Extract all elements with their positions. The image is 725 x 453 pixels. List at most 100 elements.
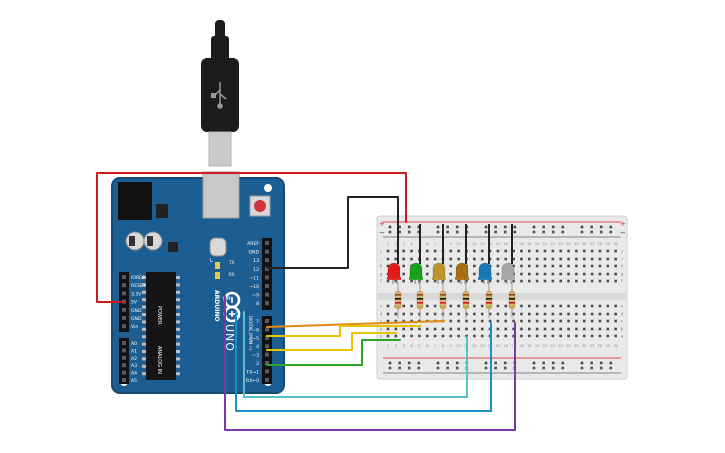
wire-green-pin4[interactable]	[266, 339, 401, 366]
rail-hole	[503, 225, 507, 229]
wire-red-5v[interactable]	[96, 172, 407, 303]
digital-header-title: DIGITAL (PWM ~)	[248, 316, 253, 351]
breadboard-hole	[410, 327, 413, 331]
digital-pin-label-7: RX←0	[246, 378, 259, 384]
capacitor-mark	[129, 236, 135, 246]
breadboard-hole	[504, 257, 508, 261]
wire-lightblue-pin3[interactable]	[243, 311, 468, 398]
led-orange[interactable]	[455, 262, 469, 279]
breadboard-hole	[543, 319, 547, 323]
header-pin	[122, 324, 126, 329]
wire-yellow-pin5[interactable]	[266, 332, 397, 351]
breadboard-hole	[465, 319, 468, 323]
rail-hole	[609, 366, 613, 370]
breadboard-hole	[551, 327, 555, 331]
rx-label: RX	[229, 272, 235, 277]
breadboard-hole	[512, 327, 515, 331]
wire-purple[interactable]	[224, 317, 516, 431]
breadboard-center-channel	[377, 293, 627, 300]
analog-pin-label-3: A3	[131, 363, 137, 369]
led-white[interactable]	[501, 262, 515, 279]
rail-plus-label: +	[379, 220, 385, 228]
rail-hole	[542, 366, 545, 370]
breadboard-hole	[590, 249, 594, 253]
breadboard-hole	[535, 272, 539, 276]
led-blue[interactable]	[478, 262, 492, 279]
column-number-bottom: 22	[551, 344, 556, 348]
breadboard-hole	[433, 327, 437, 331]
breadboard-hole	[425, 312, 429, 316]
rail-hole	[503, 230, 507, 234]
top-pin-label-1: GND	[248, 250, 259, 256]
row-letter: i	[621, 257, 622, 262]
row-letter: f	[621, 279, 623, 284]
breadboard-hole	[394, 312, 398, 316]
column-number-bottom: 19	[527, 344, 532, 348]
breadboard-hole	[449, 334, 453, 338]
led-yellow[interactable]	[432, 262, 446, 279]
led-red[interactable]	[387, 262, 401, 279]
rail-hole	[484, 230, 488, 234]
breadboard-hole	[559, 257, 562, 261]
breadboard-hole	[402, 312, 405, 316]
led-rim	[387, 277, 401, 280]
breadboard-hole	[614, 272, 617, 276]
resistor-band	[486, 298, 492, 300]
header-pin	[265, 369, 269, 374]
breadboard-hole	[590, 257, 594, 261]
breadboard-hole	[606, 249, 610, 253]
breadboard-hole	[551, 249, 555, 253]
breadboard-hole	[441, 334, 445, 338]
rail-hole	[388, 361, 392, 365]
rail-hole	[542, 230, 545, 234]
column-number-top: 4	[410, 242, 413, 246]
column-number-top: 9	[450, 242, 453, 246]
breadboard-hole	[410, 249, 413, 253]
breadboard-hole	[551, 304, 555, 308]
breadboard-hole	[528, 272, 531, 276]
breadboard-hole	[520, 312, 523, 316]
rail-hole	[398, 230, 401, 234]
rail-hole	[436, 225, 440, 229]
breadboard-hole	[480, 249, 484, 253]
resistor-band	[440, 306, 446, 308]
column-number-bottom: 9	[450, 344, 453, 348]
resistor-band	[440, 294, 446, 296]
rail-hole	[417, 225, 421, 229]
breadboard-hole	[606, 304, 610, 308]
analog-pin-label-4: A4	[131, 371, 137, 377]
rail-hole	[446, 366, 449, 370]
breadboard-hole	[543, 334, 547, 338]
wire-black-gnd[interactable]	[266, 196, 399, 269]
breadboard-hole	[559, 279, 562, 283]
column-number-top: 12	[472, 242, 477, 246]
breadboard-hole	[614, 304, 617, 308]
rail-hole	[398, 366, 401, 370]
wire-yellow-pin6[interactable]	[266, 325, 421, 337]
breadboard-hole	[425, 249, 429, 253]
breadboard-hole	[567, 249, 570, 253]
wire-orange-pin7[interactable]	[266, 320, 445, 328]
column-number-bottom: 25	[574, 344, 579, 348]
breadboard-hole	[433, 279, 437, 283]
resistor-band	[395, 298, 401, 300]
column-number-top: 27	[590, 242, 595, 246]
breadboard-hole	[543, 257, 547, 261]
led-green[interactable]	[409, 262, 423, 279]
rail-hole	[551, 361, 555, 365]
reset-button[interactable]	[254, 200, 266, 212]
breadboard-hole	[528, 319, 531, 323]
breadboard-hole	[535, 319, 539, 323]
column-number-top: 20	[535, 242, 540, 246]
breadboard-hole	[386, 249, 390, 253]
wire-blue-pin2[interactable]	[235, 311, 492, 412]
rail-hole	[551, 230, 555, 234]
power-pin-label-3: 5V	[131, 300, 138, 306]
breadboard-hole	[535, 264, 539, 268]
column-number-bottom: 18	[519, 344, 524, 348]
breadboard-hole	[496, 304, 500, 308]
resistor-band	[463, 306, 469, 308]
breadboard-hole	[480, 327, 484, 331]
